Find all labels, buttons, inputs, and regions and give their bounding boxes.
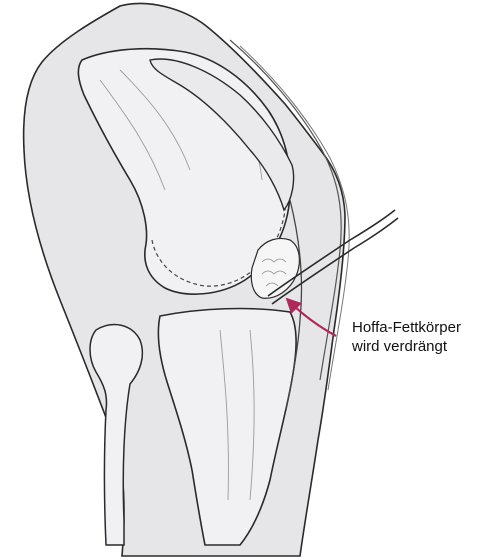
annotation-label: Hoffa-Fettkörper wird verdrängt [352,318,492,356]
annotation-line-2: wird verdrängt [352,337,492,356]
annotation-line-1: Hoffa-Fettkörper [352,318,492,337]
